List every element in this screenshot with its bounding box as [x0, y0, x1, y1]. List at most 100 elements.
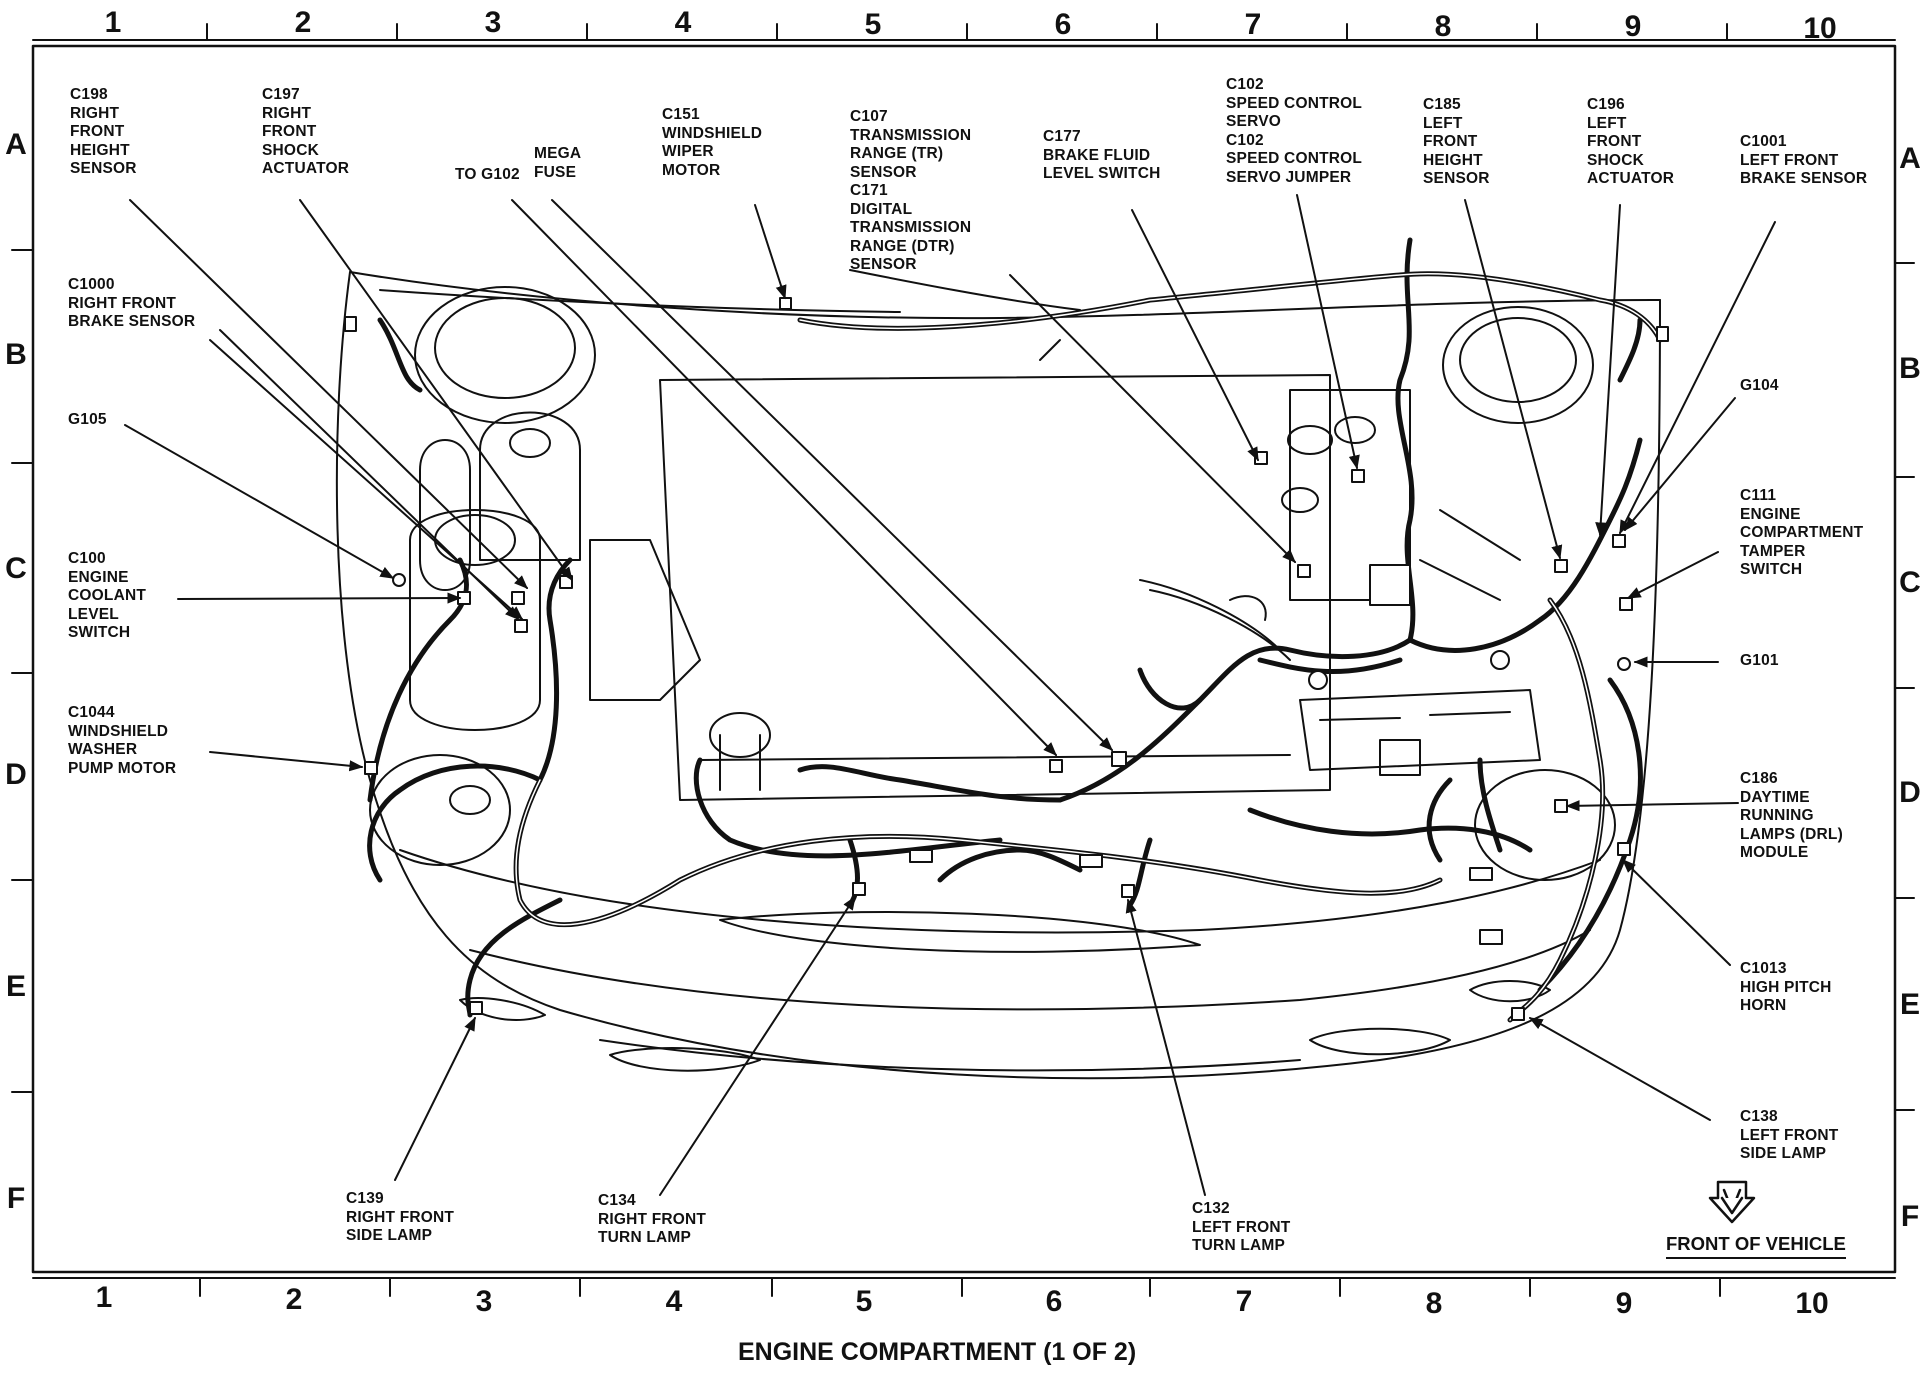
- connector-icon: [1612, 534, 1626, 548]
- column-label: 4: [674, 6, 692, 39]
- column-label: 8: [1425, 1287, 1443, 1320]
- column-label: 3: [475, 1285, 493, 1318]
- connector-icon: [852, 882, 866, 896]
- car-body-outline: [335, 271, 1661, 1080]
- callout-c151: C151 WINDSHIELD WIPER MOTOR: [662, 106, 763, 179]
- connector-icon: [514, 619, 528, 633]
- column-label: 5: [864, 8, 882, 41]
- diagram-border: [31, 44, 1897, 1274]
- column-label: 1: [104, 6, 122, 39]
- column-label: 2: [285, 1283, 303, 1316]
- ground-icon: [392, 573, 406, 587]
- callout-c111: C111 ENGINE COMPARTMENT TAMPER SWITCH: [1740, 487, 1864, 578]
- callout-c185: C185 LEFT FRONT HEIGHT SENSOR: [1423, 96, 1490, 187]
- connector-icon: [779, 297, 792, 310]
- connector-icon: [1554, 799, 1568, 813]
- callout-c134: C134 RIGHT FRONT TURN LAMP: [598, 1192, 707, 1246]
- connector-icon: [909, 849, 933, 863]
- grounds: [392, 573, 1631, 690]
- leader-lines: [124, 194, 1776, 1196]
- row-label: A: [1899, 142, 1921, 175]
- callout-c186: C186 DAYTIME RUNNING LAMPS (DRL) MODULE: [1740, 770, 1843, 861]
- row-label: B: [1899, 352, 1921, 385]
- connector-icon: [1111, 751, 1127, 767]
- connector-icon: [344, 316, 357, 332]
- row-label: D: [5, 758, 27, 791]
- callout-c132: C132 LEFT FRONT TURN LAMP: [1192, 1200, 1291, 1254]
- row-label: F: [6, 1182, 26, 1215]
- column-label: 10: [1795, 1287, 1829, 1320]
- column-label: 3: [484, 6, 502, 39]
- front-of-vehicle-label: FRONT OF VEHICLE: [1666, 1233, 1846, 1259]
- column-label: 1: [95, 1281, 113, 1314]
- callout-c177: C177 BRAKE FLUID LEVEL SWITCH: [1043, 128, 1161, 182]
- row-label: D: [1899, 776, 1921, 809]
- top-ruler: [32, 23, 1896, 41]
- column-label: 2: [294, 6, 312, 39]
- connector-icon: [1297, 564, 1311, 578]
- connector-icon: [1479, 929, 1503, 945]
- column-label: 4: [665, 1285, 683, 1318]
- column-label: 6: [1054, 8, 1072, 41]
- callout-g105: G105: [68, 411, 107, 428]
- connector-icon: [1351, 469, 1365, 483]
- callout-mega-fuse: MEGA FUSE: [534, 145, 582, 181]
- connector-icon: [1469, 867, 1493, 881]
- callout-g104: G104: [1740, 377, 1779, 394]
- harness-highlight: [515, 273, 1661, 1021]
- row-label: C: [5, 552, 27, 585]
- row-label: C: [1899, 566, 1921, 599]
- row-label: B: [5, 338, 27, 371]
- column-label: 8: [1434, 10, 1452, 43]
- callout-c1044: C1044 WINDSHIELD WASHER PUMP MOTOR: [68, 704, 177, 777]
- connector-icon: [1617, 842, 1631, 856]
- connector-icon: [1511, 1007, 1525, 1021]
- column-label: 7: [1235, 1285, 1253, 1318]
- callout-c198: C198 RIGHT FRONT HEIGHT SENSOR: [70, 86, 137, 177]
- connector-icon: [1079, 854, 1103, 868]
- connectors: [344, 297, 1669, 1021]
- callout-c196: C196 LEFT FRONT SHOCK ACTUATOR: [1587, 96, 1675, 187]
- column-label: 10: [1803, 12, 1837, 45]
- connector-icon: [1049, 759, 1063, 773]
- callout-c1000: C1000 RIGHT FRONT BRAKE SENSOR: [68, 276, 196, 330]
- callout-c107-c171: C107 TRANSMISSION RANGE (TR) SENSOR C171…: [850, 108, 972, 273]
- connector-icon: [511, 591, 525, 605]
- wiring-harness: [367, 237, 1663, 1023]
- ground-icon: [1490, 650, 1510, 670]
- callout-c1001: C1001 LEFT FRONT BRAKE SENSOR: [1740, 133, 1868, 187]
- connector-icon: [1369, 564, 1411, 606]
- callout-c100: C100 ENGINE COOLANT LEVEL SWITCH: [68, 550, 147, 641]
- column-label: 6: [1045, 1285, 1063, 1318]
- connector-icon: [1656, 326, 1669, 342]
- connector-icon: [1619, 597, 1633, 611]
- callout-c197: C197 RIGHT FRONT SHOCK ACTUATOR: [262, 86, 350, 177]
- engine-components: [369, 269, 1616, 881]
- connector-icon: [1121, 884, 1135, 898]
- connector-icon: [1554, 559, 1568, 573]
- diagram-title: ENGINE COMPARTMENT (1 OF 2): [738, 1338, 1137, 1366]
- row-label: F: [1900, 1200, 1920, 1233]
- column-label: 5: [855, 1285, 873, 1318]
- ground-icon: [1308, 670, 1328, 690]
- bottom-ruler: [32, 1277, 1896, 1297]
- callout-c1013: C1013 HIGH PITCH HORN: [1740, 960, 1832, 1014]
- column-label: 7: [1244, 8, 1262, 41]
- connector-icon: [469, 1001, 483, 1015]
- callout-c138: C138 LEFT FRONT SIDE LAMP: [1740, 1108, 1839, 1162]
- row-label: E: [1899, 988, 1920, 1021]
- column-label: 9: [1624, 10, 1642, 43]
- connector-icon: [364, 761, 378, 775]
- side-rulers: [11, 249, 1915, 1111]
- front-arrow-icon: [1708, 1180, 1756, 1224]
- callout-to-g102: TO G102: [455, 166, 520, 183]
- row-label: E: [5, 970, 26, 1003]
- ground-icon: [1617, 657, 1631, 671]
- row-label: A: [5, 128, 27, 161]
- callout-c139: C139 RIGHT FRONT SIDE LAMP: [346, 1190, 455, 1244]
- callout-c102: C102 SPEED CONTROL SERVO C102 SPEED CONT…: [1226, 76, 1363, 186]
- column-label: 9: [1615, 1287, 1633, 1320]
- callout-g101: G101: [1740, 652, 1779, 669]
